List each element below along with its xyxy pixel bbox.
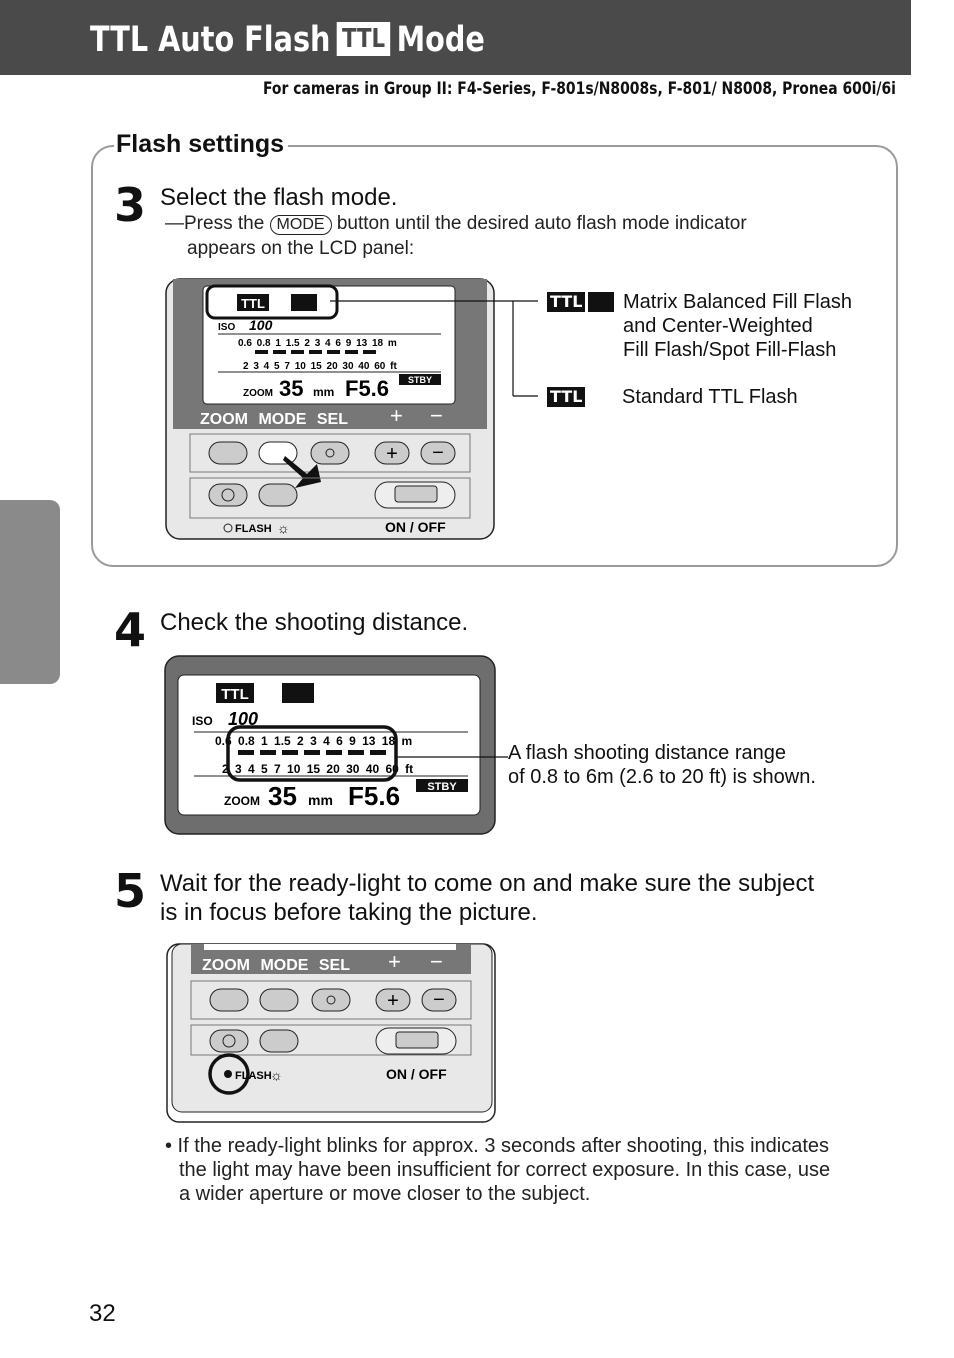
panel-minus: − (430, 949, 443, 974)
mode-button[interactable] (258, 441, 298, 465)
legend-matrix-fill-line1: Matrix Balanced Fill Flash (623, 291, 852, 313)
light-icon: ☼ (270, 1067, 283, 1083)
title-text: TTL Auto Flash (90, 20, 331, 60)
legend-leader-lines (330, 300, 538, 397)
legend-matrix-fill-line2: and Center-Weighted (623, 315, 813, 337)
ttl-fill-icon: TTL (547, 292, 586, 312)
mode-button-label: MODE (269, 215, 332, 235)
lcd-zoom-value: 35 (279, 376, 303, 401)
plus-button[interactable] (375, 988, 411, 1012)
flash-label: FLASH (235, 1070, 272, 1082)
svg-text:+: + (387, 990, 399, 1012)
title-text-mode: Mode (396, 20, 485, 60)
scene-icon (588, 292, 614, 312)
flash-settings-box (91, 145, 898, 567)
bullet-note-line3: a wider aperture or move closer to the s… (179, 1183, 591, 1205)
scene-icon (291, 294, 317, 311)
distance-range-highlight (226, 725, 398, 782)
onoff-label: ON / OFF (385, 519, 446, 535)
panel-labels: ZOOM MODE SEL (200, 411, 348, 428)
page-number: 32 (89, 1300, 116, 1327)
scene-icon (282, 683, 314, 703)
panel-minus: − (430, 403, 443, 428)
lcd-iso-label: ISO (192, 714, 213, 728)
lcd-meter-scale: 0.6 0.8 1 1.5 2 3 4 6 9 13 18 m (215, 734, 412, 748)
svg-text:−: − (433, 989, 445, 1011)
panel-plus: + (388, 949, 401, 974)
ready-light-illustration: ZOOM MODE SEL + − + − FLASH ☼ ON / OFF (166, 943, 496, 1123)
sel-button[interactable] (310, 441, 350, 465)
step-3-text-line2: appears on the LCD panel: (187, 238, 415, 259)
lcd-stby: STBY (427, 781, 457, 793)
sel-button[interactable] (311, 988, 351, 1012)
lcd-zoom-value: 35 (268, 781, 297, 811)
step-number-3: 3 (114, 178, 147, 232)
lcd-zoom-label: ZOOM (243, 388, 273, 399)
lcd-stby: STBY (408, 375, 432, 385)
lcd-feet-scale: 2 3 4 5 7 10 15 20 30 40 60 ft (222, 762, 413, 776)
lcd-ttl-text: TTL (221, 686, 249, 703)
mode-button[interactable] (259, 988, 299, 1012)
step-4-heading: Check the shooting distance. (160, 609, 469, 636)
step-3-text-after: button until the desired auto flash mode… (336, 213, 747, 234)
step-5-heading-line2: is in focus before taking the picture. (160, 899, 538, 926)
lcd-iso-value: 100 (228, 709, 258, 729)
ttl-standard-icon: TTL (547, 387, 586, 407)
ttl-badge-icon: TTL (337, 22, 391, 56)
distance-bars (255, 350, 376, 354)
step-5-heading-line1: Wait for the ready-light to come on and … (160, 870, 815, 897)
svg-text:+: + (386, 443, 398, 465)
onoff-label: ON / OFF (386, 1066, 447, 1082)
lcd-zoom-unit: mm (308, 792, 333, 808)
distance-note-line1: A flash shooting distance range (508, 742, 786, 764)
camera-group-subtitle: For cameras in Group II: F4-Series, F-80… (263, 79, 896, 99)
panel-labels: ZOOM MODE SEL (202, 957, 350, 974)
step-number-4: 4 (114, 603, 147, 657)
pointer-arrow-icon (283, 456, 321, 488)
legend-standard-ttl: Standard TTL Flash (622, 386, 798, 408)
distance-note-line2: of 0.8 to 6m (2.6 to 20 ft) is shown. (508, 766, 816, 788)
svg-text:−: − (432, 442, 444, 464)
bullet-note-line1: • If the ready-light blinks for approx. … (165, 1135, 830, 1157)
zoom-button[interactable] (208, 441, 248, 465)
ready-light-icon (223, 523, 233, 533)
bullet-note-line2: the light may have been insufficient for… (179, 1159, 831, 1181)
minus-button[interactable] (421, 988, 457, 1012)
lcd-zoom-label: ZOOM (224, 794, 260, 808)
lcd-meter-scale: 0.6 0.8 1 1.5 2 3 4 6 9 13 18 m (238, 338, 397, 349)
step-number-5: 5 (114, 864, 147, 918)
light-icon: ☼ (277, 520, 290, 536)
lcd-feet-scale: 2 3 4 5 7 10 15 20 30 40 60 ft (243, 361, 397, 372)
ready-light-highlight (208, 1053, 250, 1095)
lcd-zoom-unit: mm (313, 385, 334, 399)
distance-bars (238, 750, 386, 755)
chapter-side-tab (0, 500, 60, 684)
step-3-text: —Press the MODE button until the desired… (165, 211, 747, 236)
lcd-iso-label: ISO (218, 322, 235, 333)
step-3-heading: Select the flash mode. (160, 184, 398, 211)
light-button[interactable] (258, 483, 298, 507)
panel-plus: + (390, 403, 403, 428)
flash-settings-title: Flash settings (114, 130, 289, 159)
lcd-iso-value: 100 (249, 317, 273, 333)
step-3-text-before: —Press the (165, 213, 265, 234)
lcd-aperture: F5.6 (345, 376, 389, 401)
lcd-aperture: F5.6 (348, 781, 400, 811)
light-button[interactable] (259, 1029, 299, 1053)
plus-button[interactable] (374, 441, 410, 465)
test-button[interactable] (208, 483, 248, 507)
flash-control-panel-illustration: TTL ISO 100 0.6 0.8 1 1.5 2 3 4 6 9 13 1… (165, 278, 495, 540)
test-button[interactable] (209, 1029, 249, 1053)
distance-leader-line (396, 756, 508, 758)
legend-matrix-fill-line3: Fill Flash/Spot Fill-Flash (623, 339, 837, 361)
flash-label: FLASH (235, 523, 272, 535)
lcd-panel-illustration: TTL ISO 100 0.6 0.8 1 1.5 2 3 4 6 9 13 1… (164, 655, 496, 835)
zoom-button[interactable] (209, 988, 249, 1012)
lcd-ttl-text: TTL (241, 296, 265, 311)
ready-light-icon (224, 1070, 232, 1078)
minus-button[interactable] (420, 441, 456, 465)
